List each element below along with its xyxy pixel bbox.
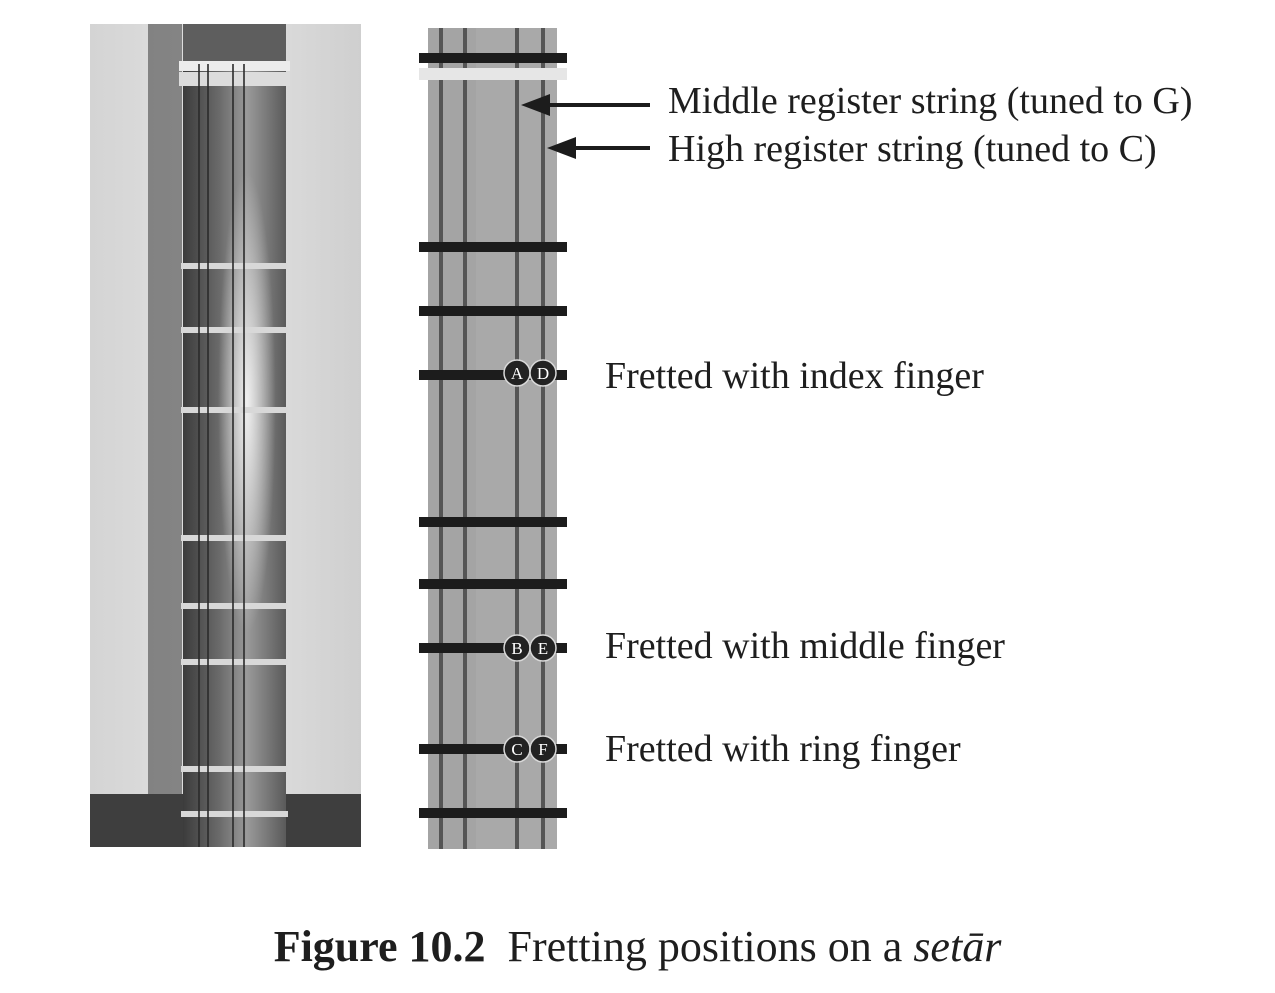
nut	[419, 68, 567, 80]
finger-dot-C: C	[503, 735, 531, 763]
fingerboard-shade	[428, 28, 476, 849]
finger-dot-D: D	[529, 359, 557, 387]
setar-neck-photo	[90, 24, 361, 847]
label-high-register-string: High register string (tuned to C)	[668, 128, 1157, 170]
label-index-finger: Fretted with index finger	[605, 355, 984, 397]
caption-italic: setār	[913, 922, 1002, 971]
strings	[439, 28, 545, 849]
label-ring-finger: Fretted with ring finger	[605, 728, 961, 770]
label-middle-register-string: Middle register string (tuned to G)	[668, 80, 1193, 122]
figure-number: Figure 10.2	[273, 922, 486, 971]
finger-dot-F: F	[529, 735, 557, 763]
caption-text: Fretting positions on a	[507, 922, 914, 971]
arrow-high-string	[547, 137, 650, 159]
figure-caption: Figure 10.2 Fretting positions on a setā…	[0, 925, 1275, 969]
fingerboard	[428, 28, 557, 849]
finger-dot-label: A	[511, 364, 524, 383]
finger-dot-label: B	[511, 639, 522, 658]
finger-dot-E: E	[529, 634, 557, 662]
finger-dot-label: D	[537, 364, 549, 383]
finger-dot-label: C	[511, 740, 522, 759]
frets	[419, 53, 567, 818]
finger-dot-label: E	[538, 639, 548, 658]
finger-dot-A: A	[503, 359, 531, 387]
finger-dot-B: B	[503, 634, 531, 662]
label-middle-finger: Fretted with middle finger	[605, 625, 1005, 667]
finger-dot-label: F	[538, 740, 547, 759]
arrow-middle-string	[521, 94, 650, 116]
